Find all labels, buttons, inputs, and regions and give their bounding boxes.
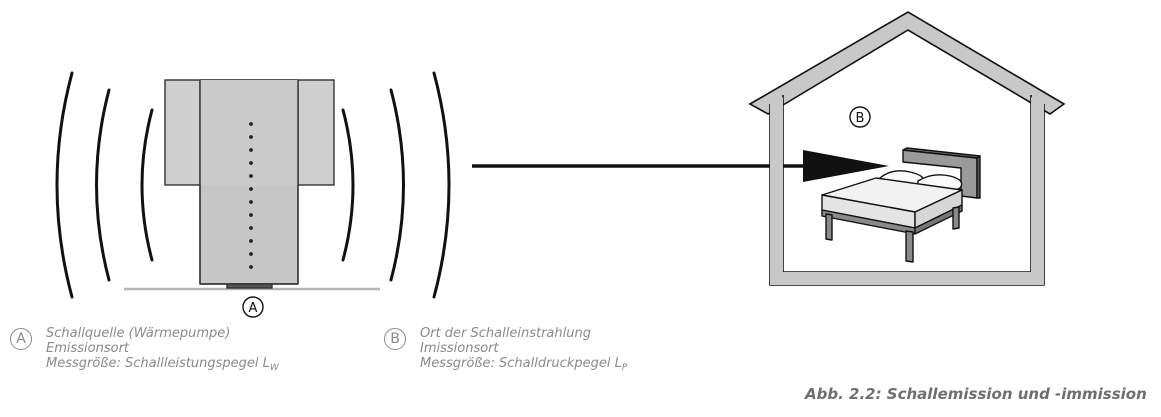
legend-marker-b: B [384,328,406,350]
marker-b-label: B [856,111,865,126]
heat-pump-icon [164,79,335,289]
legend-text-b: Ort der Schalleinstrahlung Imissionsort … [420,326,627,376]
legend-text-a: Schallquelle (Wärmepumpe) Emissionsort M… [46,326,279,376]
legend-item-b: B Ort der Schalleinstrahlung Imissionsor… [384,326,627,376]
legend-b-measure: Messgröße: Schalldruckpegel L [420,356,622,371]
legend-a-subscript: W [269,363,279,373]
legend-a-measure: Messgröße: Schallleistungspegel L [46,356,270,371]
bed-icon [821,147,981,263]
legend-a-line1: Schallquelle (Wärmepumpe) [46,326,231,341]
marker-a-label: A [249,301,258,316]
house-icon [748,11,1066,286]
legend-b-line3: Messgröße: Schalldruckpegel LP [420,356,627,376]
legend-item-a: A Schallquelle (Wärmepumpe) Emissionsort… [10,326,279,376]
legend-marker-a: A [10,328,32,350]
sound-waves-right [341,71,451,299]
legend-b-line2: Imissionsort [420,341,499,356]
figure-caption: Abb. 2.2: Schallemission und -immission [805,385,1147,403]
marker-b: B [849,106,871,128]
legend-a-line3: Messgröße: Schallleistungspegel LW [46,356,279,376]
sound-arrow [472,150,889,182]
legend-b-line1: Ort der Schalleinstrahlung [420,326,591,341]
legend-b-subscript: P [621,363,628,373]
marker-a: A [242,296,264,318]
legend-a-line2: Emissionsort [46,341,130,356]
sound-waves-left [55,71,154,299]
